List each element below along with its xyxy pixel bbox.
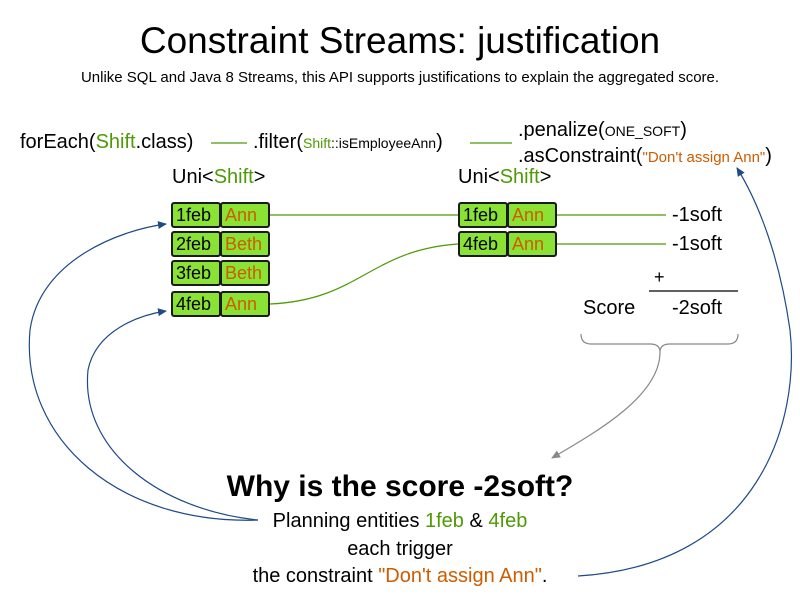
left-stream-label: Uni<Shift> (172, 166, 265, 189)
constraint-arrow (577, 167, 793, 577)
left-tuple-date: 3feb (171, 260, 221, 286)
filter-class: Shift (303, 135, 332, 151)
penalty-2: -1soft (672, 233, 723, 255)
penalize-prefix: .penalize( (518, 119, 605, 141)
as-constraint-arg: "Don't assign Ann" (642, 149, 766, 166)
explanation-line1-middle: & (463, 510, 489, 532)
left-tuple-employee: Beth (220, 260, 270, 286)
filter-suffix: ) (436, 131, 443, 153)
filter-call: .filter(Shift::isEmployeeAnn) (253, 131, 443, 154)
right-stream-label: Uni<Shift> (458, 166, 551, 189)
right-tuple-employee: Ann (507, 202, 557, 228)
explanation-line1-prefix: Planning entities (272, 510, 425, 532)
left-tuple-employee: Ann (220, 291, 270, 317)
left-tuple-date: 2feb (171, 231, 221, 257)
left-tuple-employee: Ann (220, 202, 270, 228)
explanation-line3-suffix: . (541, 565, 548, 587)
left-tuple-date: 1feb (171, 202, 221, 228)
filter-method: ::isEmployeeAnn (331, 135, 437, 151)
left-tuple-employee: Beth (220, 231, 270, 257)
penalize-arg: ONE_SOFT (604, 123, 681, 139)
penalize-call: .penalize(ONE_SOFT) (518, 119, 687, 142)
explanation-line-3: the constraint "Don't assign Ann". (0, 565, 800, 588)
for-each-prefix: forEach( (20, 131, 96, 153)
entity-1feb: 1feb (425, 510, 464, 532)
right-stream-suffix: > (539, 166, 552, 188)
left-stream-suffix: > (253, 166, 266, 188)
left-stream-prefix: Uni< (172, 166, 214, 188)
sum-plus: + (654, 267, 665, 287)
score-to-question-arrow (551, 351, 661, 459)
score-question: Why is the score -2soft? (226, 470, 574, 503)
as-constraint-prefix: .asConstraint( (518, 145, 643, 167)
right-tuple-employee: Ann (507, 231, 557, 257)
constraint-name: "Don't assign Ann" (378, 565, 542, 587)
page-title: Constraint Streams: justification (139, 20, 661, 61)
penalty-1: -1soft (672, 204, 723, 226)
right-stream-prefix: Uni< (458, 166, 500, 188)
penalize-suffix: ) (680, 119, 687, 141)
entity1-arrow (28, 221, 259, 521)
right-tuple-date: 1feb (458, 202, 508, 228)
left-tuple-date: 4feb (171, 291, 221, 317)
as-constraint-call: .asConstraint("Don't assign Ann") (518, 145, 772, 168)
for-each-class: Shift (95, 131, 136, 153)
as-constraint-suffix: ) (765, 145, 772, 167)
right-stream-type: Shift (499, 166, 540, 188)
explanation-line-1: Planning entities 1feb & 4feb (0, 510, 800, 533)
explanation-line3-prefix: the constraint (252, 565, 379, 587)
entity-4feb: 4feb (488, 510, 528, 532)
entity2-arrow (86, 308, 259, 521)
for-each-suffix: .class) (135, 131, 194, 153)
explanation-line-2: each trigger (347, 538, 453, 560)
flow-line-4feb (269, 243, 459, 305)
right-tuple-date: 4feb (458, 231, 508, 257)
score-value: -2soft (672, 297, 723, 319)
filter-prefix: .filter( (253, 131, 303, 153)
page-subtitle: Unlike SQL and Java 8 Streams, this API … (80, 69, 720, 86)
score-brace (580, 333, 739, 353)
left-stream-type: Shift (213, 166, 254, 188)
score-label: Score (583, 297, 636, 319)
for-each-call: forEach(Shift.class) (20, 131, 193, 154)
